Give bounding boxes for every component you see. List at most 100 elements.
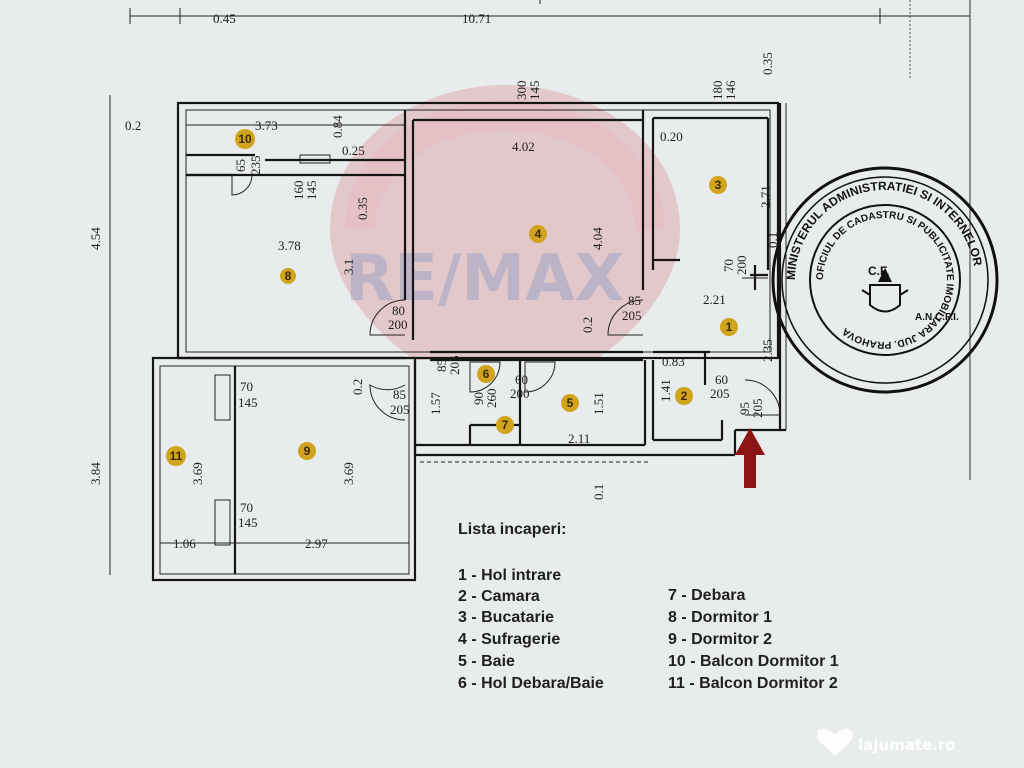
svg-text:4: 4 [535,227,542,241]
dim-left-384: 3.84 [88,462,103,485]
dim-r1-205: 205 [622,308,642,323]
heart-logo-icon [817,728,853,756]
dim-r8-160: 160 [291,181,306,201]
dim-r9-02: 0.2 [350,379,365,395]
stamp-ancpi: A.N.C.P.I. [915,312,959,323]
legend-item: 8 - Dormitor 1 [668,609,772,626]
legend-item: 11 - Balcon Dormitor 2 [668,675,838,692]
legend-title: Lista incaperi: [458,521,566,538]
dim-r11-145: 145 [238,395,258,410]
dim-r1-235: 2.35 [760,339,775,362]
door-swings [231,174,781,421]
dim-r8-80: 80 [392,303,405,318]
dim-top-035: 0.35 [760,52,775,75]
dim-r5-60: 60 [515,372,528,387]
dim-180: 180 [710,81,725,101]
legend-item: 2 - Camara [458,588,540,605]
svg-text:10: 10 [238,132,252,146]
dim-b10-65: 65 [233,159,248,172]
room-legend: Lista incaperi: 1 - Hol intrare 2 - Cama… [458,521,839,692]
room-marker-3: 3 [709,176,727,194]
dim-r2-205b: 205 [750,399,765,419]
svg-text:2: 2 [681,389,688,403]
official-stamp: MINISTERUL ADMINISTRATIEI SI INTERNELOR … [771,166,999,394]
dim-r4-02: 0.2 [580,317,595,333]
room-marker-9: 9 [298,442,316,460]
dim-r2-205: 205 [710,386,730,401]
legend-item: 1 - Hol intrare [458,567,561,584]
dim-300: 300 [514,81,529,101]
dim-b10-025: 0.25 [342,143,365,158]
site-watermark: lajumate.ro [817,728,956,756]
dim-r5-01: 0.1 [591,484,606,500]
dim-r2-60: 60 [715,372,728,387]
svg-text:8: 8 [285,269,292,283]
dim-r2-141: 1.41 [658,379,673,402]
dim-r3-271: 2.71 [758,185,773,208]
room-marker-2: 2 [675,387,693,405]
dim-r11-70b: 70 [240,500,253,515]
dim-r6-90: 90 [471,392,486,405]
dim-r3-70: 70 [721,259,736,272]
dim-r8-378: 3.78 [278,238,301,253]
legend-item: 3 - Bucatarie [458,609,554,626]
legend-item: 5 - Baie [458,653,515,670]
svg-text:9: 9 [304,444,311,458]
entrance-arrow-icon [735,428,765,488]
room-marker-11: 11 [166,446,186,466]
svg-text:5: 5 [567,396,574,410]
walls [151,101,787,582]
room-markers: 10 8 4 3 1 6 5 2 7 9 11 [166,129,738,466]
remax-watermark: RE/MAX [330,85,680,360]
site-watermark-text: lajumate.ro [858,736,956,754]
dim-r5-151: 1.51 [591,392,606,415]
dim-r8-31: 3.1 [341,259,356,275]
dim-r11-369: 3.69 [190,462,205,485]
dim-146: 146 [723,80,738,100]
dim-r3-200: 200 [734,256,749,276]
room-marker-6: 6 [477,365,495,383]
room-marker-5: 5 [561,394,579,412]
legend-item: 7 - Debara [668,587,745,604]
dim-r6-205b: 205 [390,402,410,417]
dim-r2-95: 95 [737,402,752,415]
legend-item: 6 - Hol Debara/Baie [458,675,604,692]
dim-r6-85: 85 [434,359,449,372]
dim-r5-211: 2.11 [568,431,590,446]
legend-item: 10 - Balcon Dormitor 1 [668,653,839,670]
dim-b10-02: 0.2 [125,118,141,133]
svg-text:1: 1 [726,320,733,334]
legend-item: 4 - Sufragerie [458,631,560,648]
room-marker-4: 4 [529,225,547,243]
coat-of-arms-icon [861,268,909,313]
dim-145a: 145 [527,81,542,101]
dim-r1-85: 85 [628,293,641,308]
dim-top-045: 0.45 [213,11,236,26]
dim-r1-221: 2.21 [703,292,726,307]
left-dimension-line: 4.54 3.84 [88,95,111,575]
room-marker-7: 7 [496,416,514,434]
room-dimensions: 300 145 180 146 0.2 3.73 0.84 0.25 65 23… [125,80,780,551]
dim-r4-404: 4.04 [590,227,605,250]
svg-text:7: 7 [502,418,509,432]
svg-text:3: 3 [715,178,722,192]
dim-r6-85b: 85 [393,387,406,402]
svg-text:6: 6 [483,367,490,381]
dim-r6-205: 205 [447,356,462,376]
dim-r8-035: 0.35 [355,197,370,220]
dim-r8-145: 145 [304,181,319,201]
dim-r3-020: 0.20 [660,129,683,144]
dim-r9-369: 3.69 [341,462,356,485]
legend-item: 9 - Dormitor 2 [668,631,772,648]
room-marker-8: 8 [280,268,296,284]
dim-r4-402: 4.02 [512,139,535,154]
dim-left-454: 4.54 [88,227,103,250]
dim-r2-083: 0.83 [662,354,685,369]
dim-r11-70: 70 [240,379,253,394]
dim-r8-200: 200 [388,317,408,332]
dim-r5-200: 200 [510,386,530,401]
remax-text: RE/MAX [345,242,624,316]
svg-text:11: 11 [170,449,183,463]
room-marker-1: 1 [720,318,738,336]
